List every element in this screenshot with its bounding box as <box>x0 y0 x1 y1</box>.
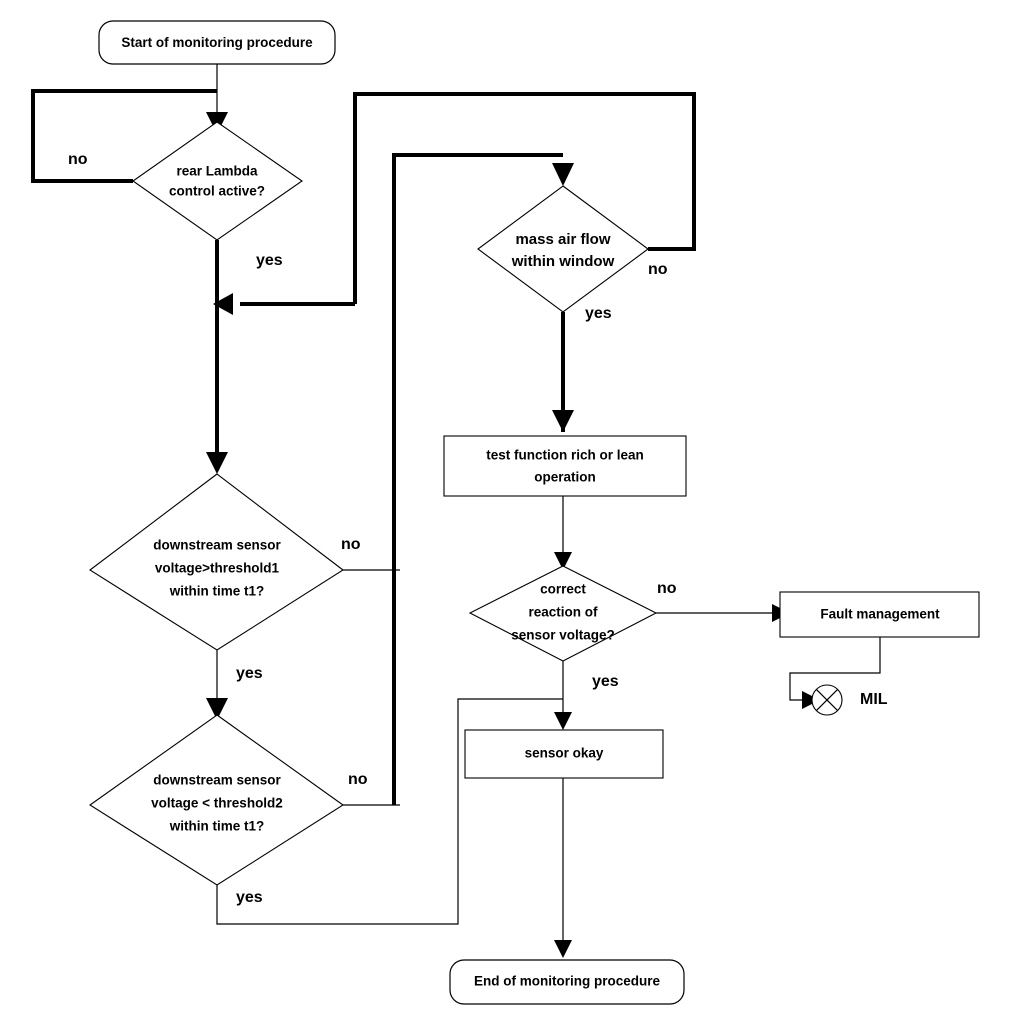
test-function-label-line1: test function rich or lean <box>486 448 644 463</box>
test-function-label-line2: operation <box>534 470 596 485</box>
node-mil[interactable]: MIL <box>811 684 888 716</box>
node-downstream-threshold2-decision[interactable]: downstream sensor voltage < threshold2 w… <box>89 714 344 886</box>
arrowhead-to-downstream-t2 <box>206 698 228 720</box>
label-downstream-t2-yes: yes <box>236 889 263 906</box>
arrowhead-to-end <box>554 940 572 958</box>
fault-management-label: Fault management <box>820 607 940 622</box>
arrowhead-to-mil <box>802 691 820 709</box>
node-correct-reaction-decision[interactable]: correct reaction of sensor voltage? <box>468 565 658 662</box>
correct-reaction-label-line1: correct <box>540 582 586 597</box>
node-end[interactable]: End of monitoring procedure <box>449 959 685 1005</box>
node-downstream-threshold1-decision[interactable]: downstream sensor voltage>threshold1 wit… <box>89 473 344 651</box>
test-function-shape <box>443 435 687 497</box>
correct-reaction-label-line3: sensor voltage? <box>511 628 615 643</box>
node-fault-management[interactable]: Fault management <box>779 591 980 638</box>
label-downstream-t2-no: no <box>348 771 368 788</box>
edge-downstream-t2-no-to-mass-air-flow <box>392 153 563 805</box>
correct-reaction-label-line2: reaction of <box>528 605 598 620</box>
node-mass-air-flow-decision[interactable]: mass air flow within window <box>477 185 649 313</box>
label-downstream-t1-no: no <box>341 536 361 553</box>
fault-management-shape <box>779 591 980 638</box>
edge-fault-management-to-mil <box>789 637 881 701</box>
edge-mass-air-flow-no-loop <box>353 92 696 304</box>
label-mass-air-flow-yes: yes <box>585 305 612 322</box>
end-label: End of monitoring procedure <box>474 974 660 989</box>
arrowhead-to-downstream-t1 <box>206 452 228 474</box>
node-test-function[interactable]: test function rich or lean operation <box>443 435 687 497</box>
mass-air-flow-label-line1: mass air flow <box>515 231 610 248</box>
downstream-threshold1-shape <box>89 473 344 651</box>
node-start[interactable]: Start of monitoring procedure <box>98 20 336 65</box>
label-rear-lambda-yes: yes <box>256 252 283 269</box>
arrowhead-to-correct-reaction <box>554 552 572 570</box>
label-downstream-t1-yes: yes <box>236 665 263 682</box>
mil-label: MIL <box>860 691 888 708</box>
sensor-okay-shape <box>464 729 664 779</box>
downstream-t1-label-line3: within time t1? <box>169 584 265 599</box>
label-correct-reaction-yes: yes <box>592 673 619 690</box>
downstream-t1-label-line1: downstream sensor <box>153 538 281 553</box>
mil-cross-stroke-b <box>815 688 839 712</box>
sensor-okay-label: sensor okay <box>525 746 604 761</box>
end-shape <box>449 959 685 1005</box>
arrowhead-to-test-function <box>552 410 574 432</box>
label-mass-air-flow-no: no <box>648 261 668 278</box>
downstream-t2-label-line3: within time t1? <box>169 819 265 834</box>
correct-reaction-shape <box>468 565 658 662</box>
node-sensor-okay[interactable]: sensor okay <box>464 729 664 779</box>
mass-air-flow-shape <box>477 185 649 313</box>
rear-lambda-shape <box>132 121 303 241</box>
start-shape <box>98 20 336 65</box>
rear-lambda-label-line2: control active? <box>169 184 265 199</box>
edge-rear-lambda-no-loop <box>31 89 217 183</box>
rear-lambda-label-line1: rear Lambda <box>176 164 258 179</box>
start-label: Start of monitoring procedure <box>121 35 313 50</box>
downstream-t2-label-line2: voltage < threshold2 <box>151 796 283 811</box>
arrowhead-into-mass-air-flow <box>552 163 574 186</box>
arrowhead-to-sensor-okay <box>554 712 572 730</box>
downstream-t1-label-line2: voltage>threshold1 <box>155 561 280 576</box>
arrowhead-merge-left <box>213 293 233 315</box>
node-rear-lambda-decision[interactable]: rear Lambda control active? <box>132 121 303 241</box>
label-correct-reaction-no: no <box>657 580 677 597</box>
edge-downstream-t2-yes-to-end-path <box>216 698 563 925</box>
mass-air-flow-label-line2: within window <box>511 253 615 270</box>
downstream-t2-label-line1: downstream sensor <box>153 773 281 788</box>
downstream-threshold2-shape <box>89 714 344 886</box>
label-rear-lambda-no: no <box>68 151 88 168</box>
